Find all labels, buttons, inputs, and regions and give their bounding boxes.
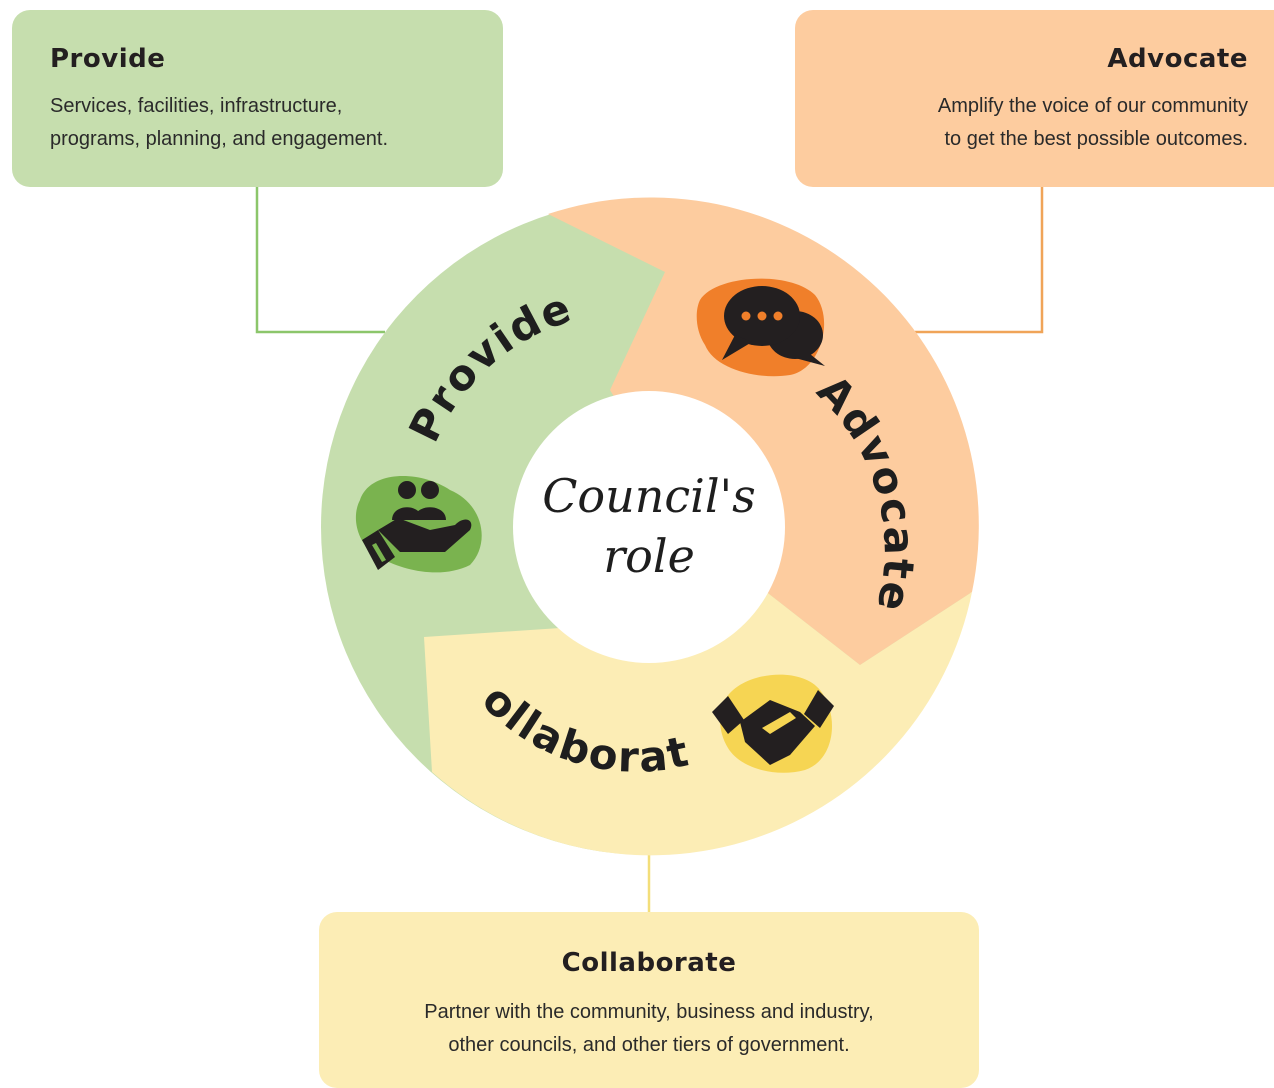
segment-collaborate xyxy=(424,540,972,856)
segment-advocate xyxy=(548,197,979,665)
collaborate-card-line2: other councils, and other tiers of gover… xyxy=(448,1034,850,1056)
collaborate-card-line1: Partner with the community, business and… xyxy=(424,1001,874,1023)
provide-card-line1: Services, facilities, infrastructure, xyxy=(50,95,343,117)
center-title-line1: Council's xyxy=(542,469,756,523)
caring-hand-people-icon xyxy=(355,476,482,573)
advocate-card-title: Advocate xyxy=(1107,44,1248,74)
advocate-card-line1: Amplify the voice of our community xyxy=(937,95,1248,117)
handshake-icon xyxy=(712,674,834,773)
provide-card-line2: programs, planning, and engagement. xyxy=(50,128,389,150)
collaborate-card-description: Partner with the community, business and… xyxy=(339,996,959,1062)
provide-connector-line xyxy=(255,187,385,334)
wheel-center-circle xyxy=(513,391,785,663)
collaborate-card: Collaborate Partner with the community, … xyxy=(319,912,979,1088)
provide-card: Provide Services, facilities, infrastruc… xyxy=(12,10,503,187)
advocate-card: Advocate Amplify the voice of our commun… xyxy=(795,10,1274,187)
provide-card-description: Services, facilities, infrastructure, pr… xyxy=(50,90,465,156)
advocate-card-line2: to get the best possible outcomes. xyxy=(944,128,1248,150)
speech-bubbles-icon xyxy=(696,278,825,377)
provide-card-title: Provide xyxy=(50,44,166,74)
advocate-connector-line xyxy=(915,187,1044,334)
advocate-card-description: Amplify the voice of our community to ge… xyxy=(821,90,1248,156)
center-title-line2: role xyxy=(603,529,695,583)
collaborate-card-title: Collaborate xyxy=(561,948,737,978)
